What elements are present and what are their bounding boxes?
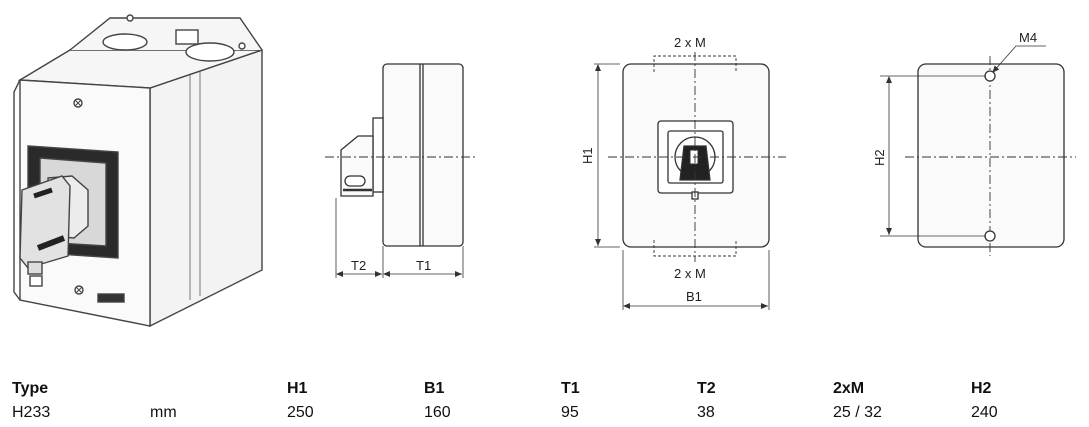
table-header-2xm: 2xM — [833, 380, 865, 397]
dimension-table: Type H1 B1 T1 T2 2xM H2 H233 mm 250 160 … — [0, 376, 1089, 426]
dimension-label-m4: M4 — [1019, 30, 1037, 45]
table-cell-unit: mm — [150, 404, 177, 421]
table-header-h2: H2 — [971, 380, 992, 397]
mounting-view — [880, 45, 1076, 256]
front-view — [594, 52, 786, 310]
table-cell-t2: 38 — [697, 404, 715, 421]
technical-drawing: T2 T1 2 x M 2 x M H1 B1 — [13, 14, 1076, 328]
side-view — [325, 63, 478, 278]
table-header-h1: H1 — [287, 380, 308, 397]
dimension-label-t2: T2 — [351, 258, 366, 273]
enclosure-isometric-view — [13, 14, 263, 328]
table-cell-type: H233 — [12, 404, 51, 421]
table-header-t1: T1 — [561, 380, 580, 397]
table-cell-h2: 240 — [971, 404, 998, 421]
table-header-b1: B1 — [424, 380, 445, 397]
dimension-label-h2: H2 — [872, 149, 887, 166]
dimension-label-2xm-bottom: 2 x M — [674, 266, 706, 281]
dimension-label-t1: T1 — [416, 258, 431, 273]
table-cell-b1: 160 — [424, 404, 451, 421]
table-header-type: Type — [12, 380, 49, 397]
table-header-t2: T2 — [697, 380, 716, 397]
table-cell-2xm: 25 / 32 — [833, 404, 882, 421]
dimension-label-2xm-top: 2 x M — [674, 35, 706, 50]
dimension-label-b1: B1 — [686, 289, 702, 304]
table-cell-t1: 95 — [561, 404, 579, 421]
dimension-label-h1: H1 — [580, 147, 595, 164]
table-cell-h1: 250 — [287, 404, 314, 421]
